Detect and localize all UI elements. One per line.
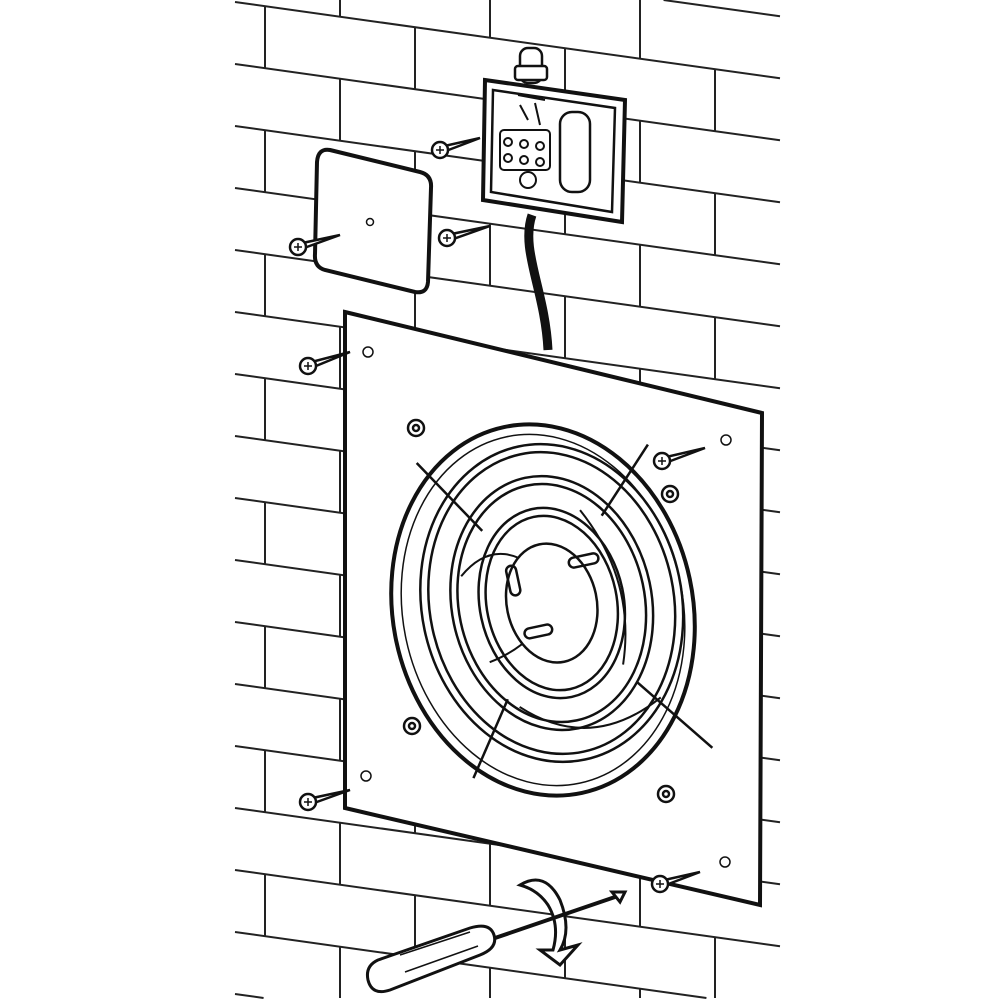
screw-icon [288, 233, 341, 257]
screw-icon [650, 870, 701, 894]
screw-icon [437, 224, 491, 248]
fan-icon [389, 422, 714, 798]
screwdriver-icon [366, 890, 628, 994]
mortar-line [234, 869, 781, 948]
mortar-line [663, 0, 781, 18]
rotate-arrow-icon [516, 878, 583, 968]
mortar-line [234, 993, 264, 999]
screw-icon [430, 136, 481, 160]
guard-bolts [402, 418, 680, 804]
screw-icon [652, 446, 706, 471]
power-cable [524, 213, 553, 351]
screw-icon [298, 788, 351, 812]
mortar-line [234, 931, 707, 999]
cover-plate-icon [312, 147, 434, 295]
screw-icon [298, 350, 351, 376]
mortar-line [234, 1, 781, 80]
junction-box-icon [480, 46, 628, 225]
